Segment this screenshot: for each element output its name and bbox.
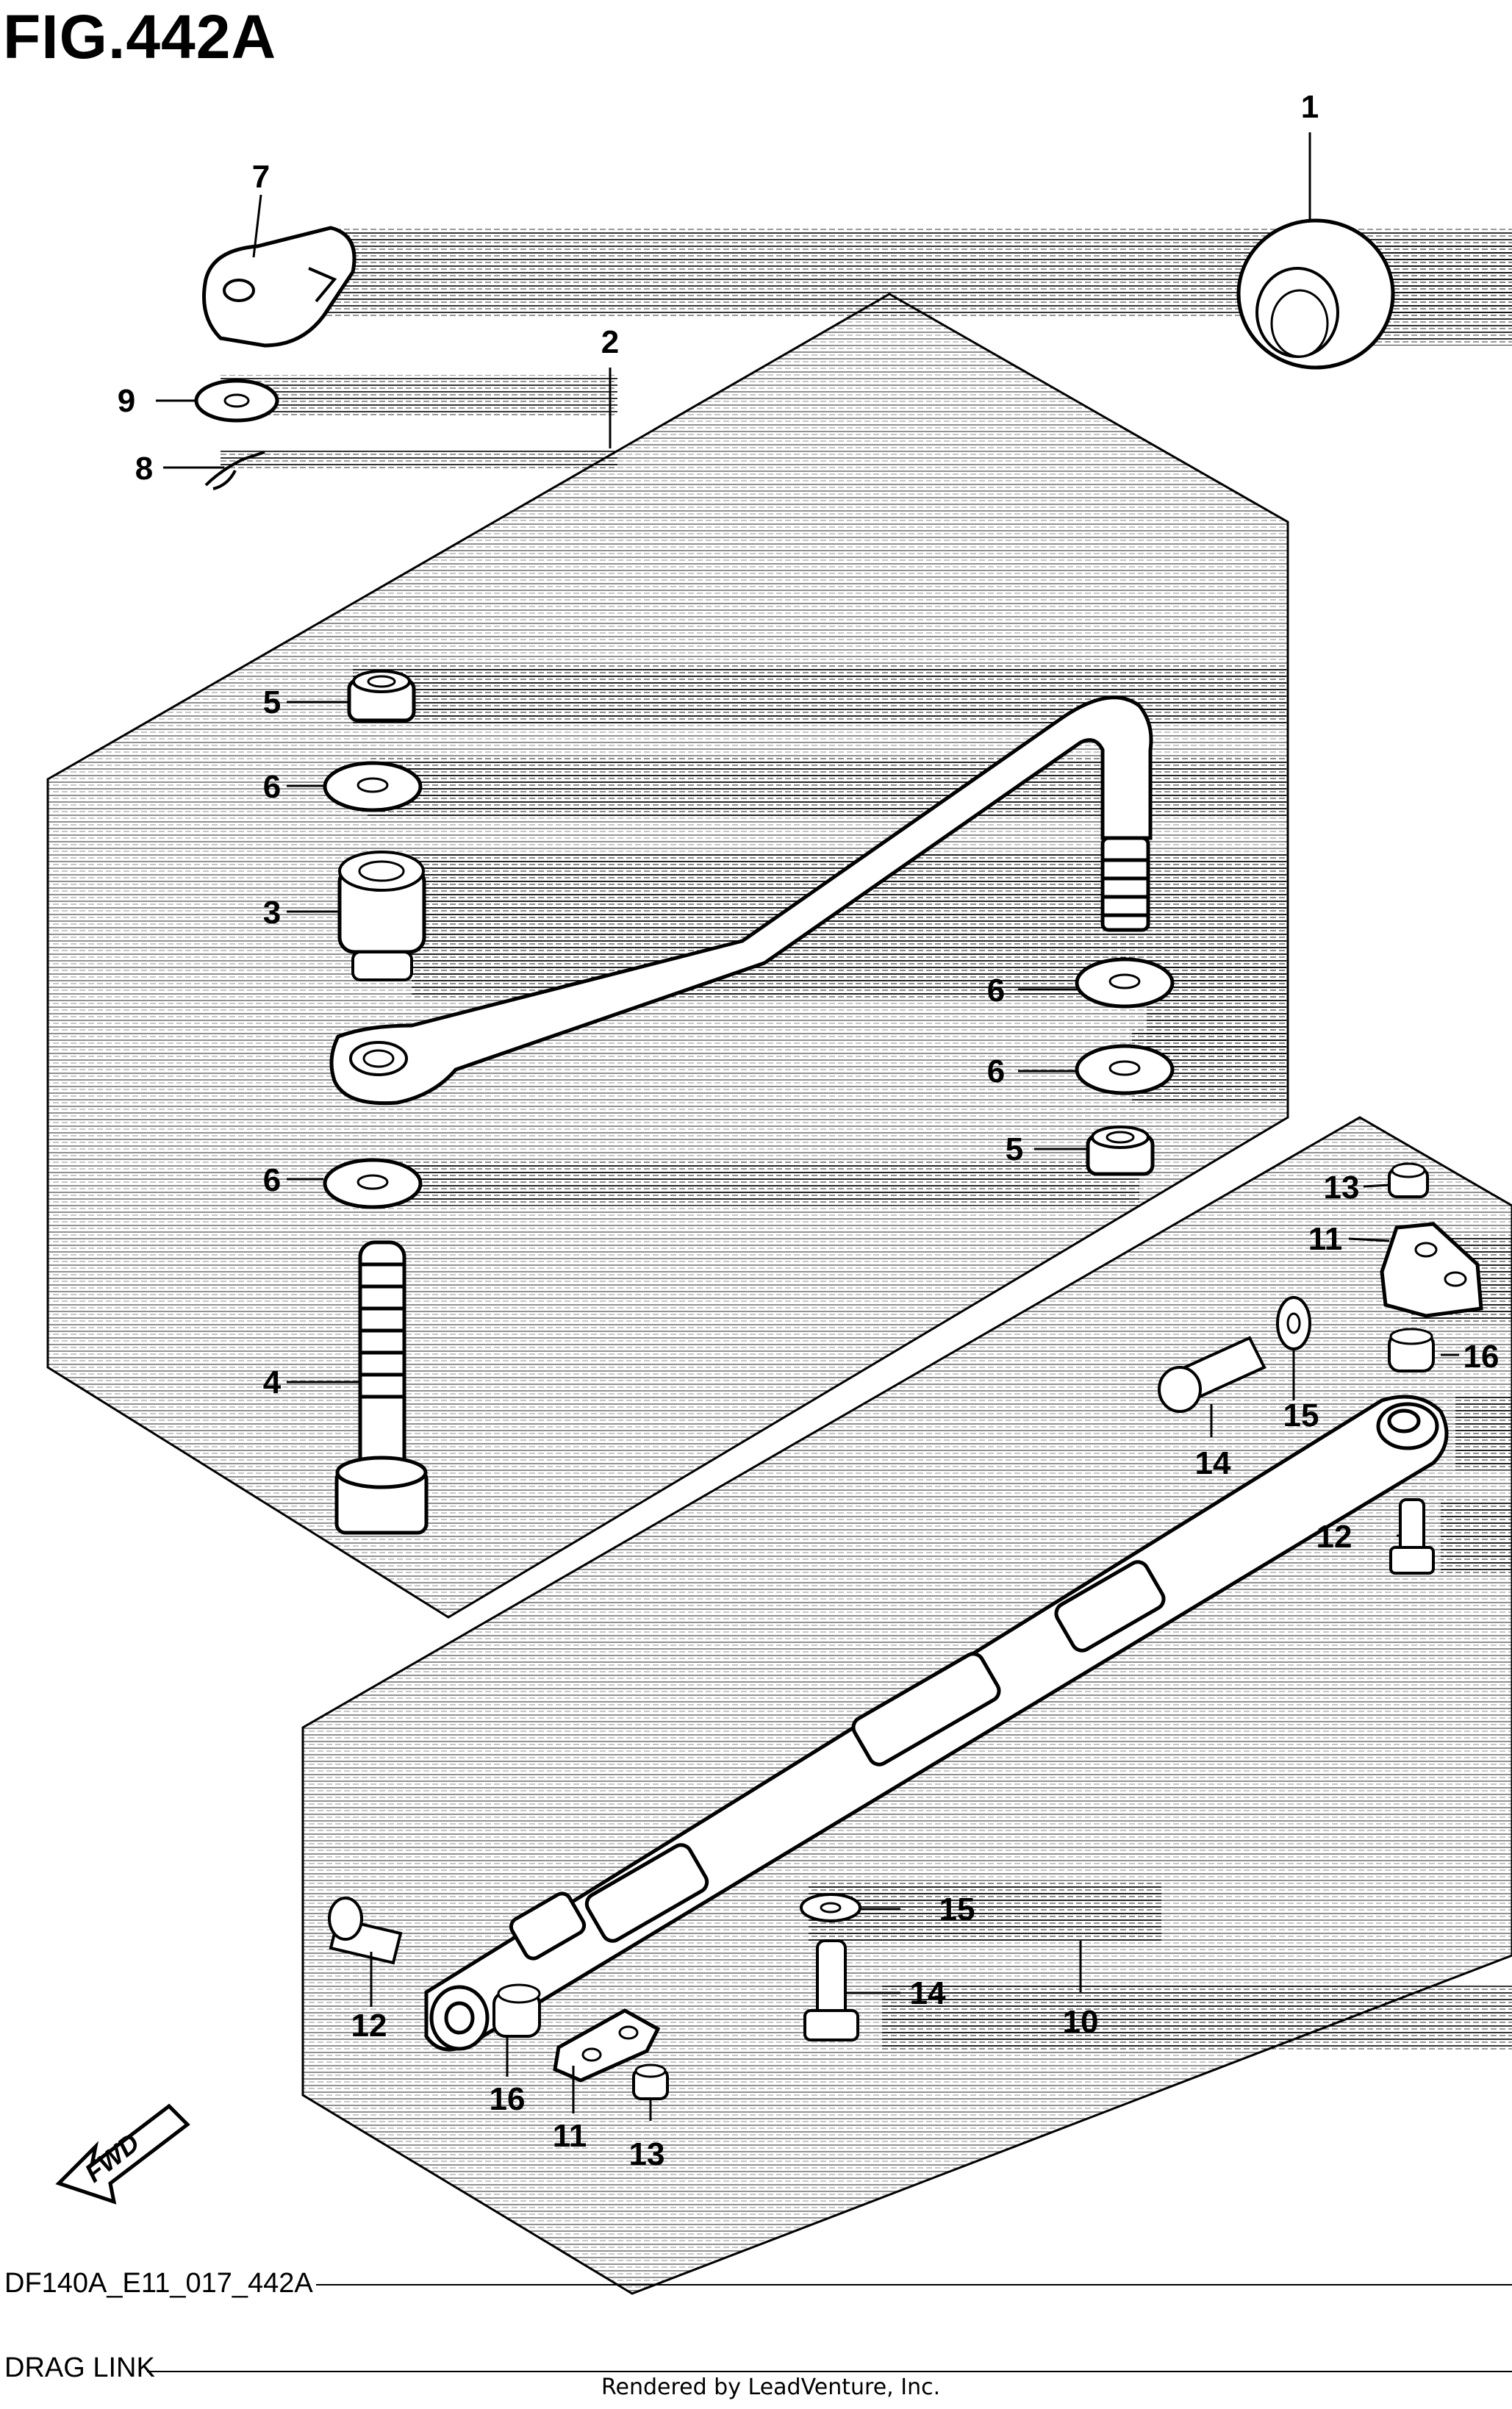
footer-rules xyxy=(147,2284,1512,2372)
part-5-lock-nut-upper xyxy=(347,670,416,723)
callout-4: 4 xyxy=(263,1364,282,1400)
callout-11b: 11 xyxy=(553,2118,587,2154)
callout-13a: 13 xyxy=(1324,1170,1360,1206)
callout-6b: 6 xyxy=(987,973,1005,1009)
part-4-bolt xyxy=(334,1240,429,1535)
part-15-washer-upper xyxy=(1276,1296,1311,1350)
callout-10: 10 xyxy=(1063,2004,1099,2040)
callout-15a: 15 xyxy=(1283,1397,1319,1433)
callout-14b: 14 xyxy=(910,1975,946,2011)
part-5-lock-nut-lower xyxy=(1086,1125,1155,1176)
part-3-collar xyxy=(337,851,426,981)
part-2-drag-link-arm xyxy=(329,695,1153,1106)
figure-code: DF140A_E11_017_442A xyxy=(4,2268,313,2299)
callout-6a: 6 xyxy=(263,769,281,805)
part-13-nut-upper xyxy=(1388,1162,1429,1198)
callout-6c: 6 xyxy=(987,1053,1005,1089)
part-11-bracket-lower xyxy=(553,2008,661,2083)
callout-8: 8 xyxy=(135,451,153,487)
forward-direction-arrow: FWD xyxy=(55,2103,190,2205)
callout-12b: 12 xyxy=(351,2008,387,2044)
part-16-spacer-upper xyxy=(1388,1328,1435,1372)
callout-16a: 16 xyxy=(1463,1339,1500,1375)
part-6-washer-b xyxy=(1075,957,1175,1009)
part-9-washer xyxy=(194,379,279,423)
figure-title: FIG.442A xyxy=(3,2,277,71)
callout-12a: 12 xyxy=(1316,1519,1352,1555)
part-14-bolt-upper xyxy=(1158,1336,1266,1413)
callout-numbers: 1 7 2 9 8 5 6 3 6 6 5 6 4 13 11 16 15 14… xyxy=(118,89,1500,2172)
part-7-clevis xyxy=(202,226,356,348)
leader-lines xyxy=(156,132,1459,2121)
callout-3: 3 xyxy=(263,895,281,931)
part-1-bushing xyxy=(1236,218,1395,370)
callout-11a: 11 xyxy=(1308,1221,1343,1257)
part-15-washer-lower xyxy=(800,1893,861,1922)
part-6-washer-c xyxy=(1075,1044,1175,1095)
callout-15b: 15 xyxy=(939,1891,975,1927)
callout-13b: 13 xyxy=(629,2136,665,2172)
callout-6d: 6 xyxy=(263,1162,281,1198)
callout-1: 1 xyxy=(1301,89,1319,125)
part-12-bolt-upper xyxy=(1389,1498,1435,1575)
part-13-nut-lower xyxy=(632,2063,669,2100)
part-16-spacer-lower xyxy=(492,1983,541,2038)
callout-5a: 5 xyxy=(263,684,281,720)
callout-9: 9 xyxy=(118,383,135,419)
part-6-washer-d xyxy=(323,1158,423,1209)
callout-2: 2 xyxy=(601,324,619,360)
part-10-drag-rod xyxy=(424,1395,1449,2052)
callout-5b: 5 xyxy=(1006,1131,1023,1167)
render-credit: Rendered by LeadVenture, Inc. xyxy=(601,2374,941,2400)
callout-16b: 16 xyxy=(490,2081,526,2117)
callout-14a: 14 xyxy=(1195,1445,1231,1481)
figure-name: DRAG LINK xyxy=(4,2352,155,2383)
part-8-cotter-pin xyxy=(204,451,265,490)
part-6-washer-a xyxy=(323,761,423,812)
part-14-bolt-lower xyxy=(803,1939,859,2041)
part-11-bracket-upper xyxy=(1380,1222,1483,1318)
callout-7: 7 xyxy=(252,159,270,195)
part-12-bolt-lower xyxy=(328,1897,403,1965)
